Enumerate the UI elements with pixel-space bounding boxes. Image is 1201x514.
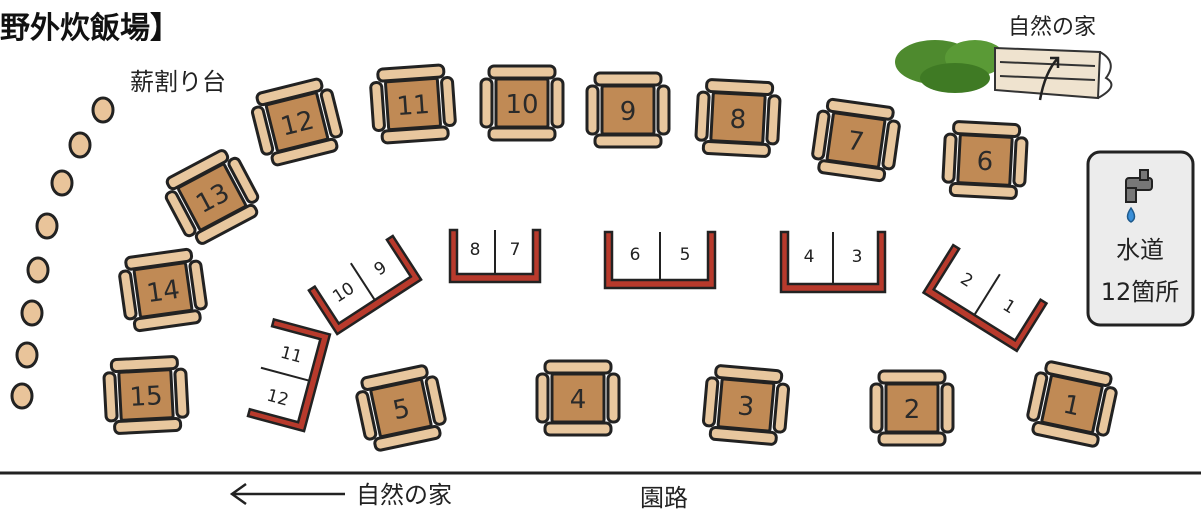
stand-slot: 4	[804, 247, 815, 267]
water-label-line1: 水道	[1116, 236, 1164, 264]
table-number: 9	[620, 97, 637, 127]
stand-slot: 11	[278, 343, 304, 368]
arrow-left-icon	[229, 482, 345, 506]
table-15[interactable]: 15	[101, 354, 191, 436]
table-13[interactable]: 13	[156, 143, 268, 251]
water-label-line2: 12箇所	[1101, 278, 1180, 306]
stand-slot: 1	[999, 296, 1019, 319]
table-number: 15	[129, 381, 164, 413]
table-12[interactable]: 12	[246, 74, 348, 170]
table-9[interactable]: 9	[585, 71, 671, 149]
table-number: 10	[505, 90, 538, 120]
water-station: 水道 12箇所	[1086, 150, 1195, 327]
stand-slot: 6	[630, 245, 641, 265]
cooking-stand-3-4[interactable]: 4 3	[779, 230, 887, 294]
firewood-stumps	[10, 96, 115, 410]
log-icon	[994, 46, 1113, 100]
table-number: 3	[736, 391, 755, 422]
stand-slot: 5	[680, 245, 691, 265]
table-14[interactable]: 14	[115, 246, 211, 334]
water-drop-icon	[1126, 206, 1136, 223]
cooking-stand-1-2[interactable]: 2 1	[921, 243, 1049, 353]
arrow-up-icon	[1038, 56, 1060, 101]
table-3[interactable]: 3	[700, 363, 792, 447]
cooking-stand-9-10[interactable]: 10 9	[307, 234, 423, 336]
table-1[interactable]: 1	[1022, 357, 1122, 451]
table-6[interactable]: 6	[940, 119, 1030, 201]
table-4[interactable]: 4	[535, 359, 621, 437]
stand-slot: 8	[470, 240, 481, 260]
nature-house-top: 自然の家	[895, 15, 1113, 101]
table-number: 5	[390, 394, 412, 427]
stand-slot: 9	[371, 257, 391, 280]
table-number: 6	[976, 147, 994, 178]
stand-slot: 2	[957, 269, 977, 292]
cooking-stand-7-8[interactable]: 8 7	[448, 228, 542, 284]
table-2[interactable]: 2	[869, 369, 955, 447]
table-11[interactable]: 11	[368, 62, 458, 146]
stand-slot: 12	[265, 386, 291, 411]
table-number: 1	[1060, 390, 1082, 423]
firewood-label: 薪割り台	[130, 68, 226, 96]
table-number: 4	[570, 385, 587, 415]
table-number: 14	[145, 275, 182, 309]
nature-house-bottom-label: 自然の家	[356, 481, 452, 509]
table-7[interactable]: 7	[808, 96, 904, 184]
faucet-icon	[1125, 169, 1153, 203]
table-number: 2	[904, 395, 921, 425]
table-10[interactable]: 10	[479, 64, 565, 142]
stand-slot: 3	[852, 247, 863, 267]
table-5[interactable]: 5	[351, 361, 451, 455]
page-title: 野外炊飯場】	[0, 11, 180, 46]
table-8[interactable]: 8	[693, 77, 783, 159]
cooking-stand-5-6[interactable]: 6 5	[603, 230, 717, 290]
table-number: 8	[729, 105, 747, 136]
stand-slot: 10	[329, 279, 358, 308]
table-number: 11	[396, 90, 431, 122]
stand-slot: 7	[510, 240, 521, 260]
table-number: 7	[845, 126, 866, 158]
garden-path-label: 園路	[640, 484, 688, 512]
tree-icon	[895, 40, 1005, 93]
cooking-stand-11-12[interactable]: 11 12	[246, 317, 332, 433]
nature-house-top-label: 自然の家	[1008, 15, 1096, 40]
